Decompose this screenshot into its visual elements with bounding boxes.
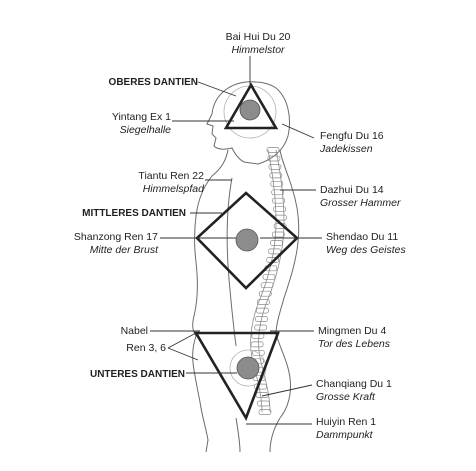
- vertebra: [254, 324, 268, 331]
- label-tiantu: Tiantu Ren 22: [138, 170, 204, 182]
- sub-changqiang: Grosse Kraft: [316, 391, 376, 403]
- label-shendao: Shendao Du 11: [326, 231, 398, 243]
- sub-tiantu: Himmelspfad: [143, 183, 205, 195]
- vertebra: [262, 273, 276, 280]
- point-labels: Bai Hui Du 20 Himmelstor OBERES DANTIEN …: [74, 31, 407, 441]
- leg-outline: [235, 417, 241, 453]
- label-shanzong: Shanzong Ren 17: [74, 231, 158, 243]
- vertebra: [266, 147, 280, 153]
- middle-dantien: [195, 191, 299, 290]
- upper-dantien-center: [239, 99, 261, 121]
- vertebrae: [250, 147, 287, 415]
- label-yintang: Yintang Ex 1: [112, 111, 171, 123]
- leader-lines: [150, 56, 322, 425]
- vertebra: [268, 248, 281, 255]
- label-unteres-dantien: UNTERES DANTIEN: [90, 369, 185, 380]
- vertebra: [271, 189, 285, 196]
- vertebra: [258, 290, 272, 297]
- head-outline: [206, 81, 290, 165]
- vertebra: [273, 206, 286, 213]
- vertebra: [258, 409, 272, 415]
- spine: [250, 147, 287, 415]
- vertebra: [272, 197, 285, 204]
- vertebra: [269, 172, 283, 179]
- upper-triangle: [223, 82, 279, 130]
- sub-mingmen: Tor des Lebens: [318, 338, 391, 350]
- middle-diamond: [195, 191, 299, 290]
- label-dazhui: Dazhui Du 14: [320, 184, 384, 196]
- vertebra: [271, 231, 285, 238]
- vertebra: [260, 282, 274, 289]
- upper-dantien: [223, 82, 279, 139]
- vertebra: [250, 341, 264, 348]
- sub-baihui: Himmelstor: [231, 44, 285, 56]
- label-nabel: Nabel: [121, 325, 148, 337]
- lower-triangle: [193, 331, 280, 422]
- label-fengfu: Fengfu Du 16: [320, 130, 384, 142]
- vertebra: [254, 383, 267, 390]
- back-outline: [269, 149, 300, 453]
- sub-shanzong: Mitte der Brust: [90, 244, 159, 256]
- vertebra: [270, 240, 283, 246]
- arm-outline: [226, 177, 237, 347]
- vertebra: [251, 349, 265, 356]
- lower-dantien-center: [236, 356, 260, 380]
- label-mittleres-dantien: MITTLERES DANTIEN: [82, 208, 186, 219]
- vertebra: [257, 299, 270, 305]
- vertebra: [255, 316, 268, 322]
- sub-dazhui: Grosser Hammer: [320, 197, 401, 209]
- middle-dantien-center: [235, 228, 259, 252]
- vertebra: [268, 164, 282, 170]
- label-ren36: Ren 3, 6: [126, 342, 166, 354]
- sub-fengfu: Jadekissen: [319, 143, 373, 155]
- label-mingmen: Mingmen Du 4: [318, 325, 386, 337]
- lower-dantien: [193, 331, 280, 422]
- vertebra: [256, 307, 269, 314]
- label-baihui: Bai Hui Du 20: [226, 31, 291, 43]
- label-huiyin: Huiyin Ren 1: [316, 416, 376, 428]
- vertebra: [257, 400, 270, 407]
- label-oberes-dantien: OBERES DANTIEN: [109, 77, 198, 88]
- label-changqiang: Chanqiang Du 1: [316, 378, 392, 390]
- sub-yintang: Siegelhalle: [120, 124, 172, 136]
- vertebra: [267, 155, 281, 162]
- body-outline: [192, 81, 300, 453]
- vertebra: [270, 180, 284, 187]
- front-outline: [192, 149, 229, 453]
- sub-huiyin: Dammpunkt: [316, 429, 374, 441]
- sub-shendao: Weg des Geistes: [326, 244, 407, 256]
